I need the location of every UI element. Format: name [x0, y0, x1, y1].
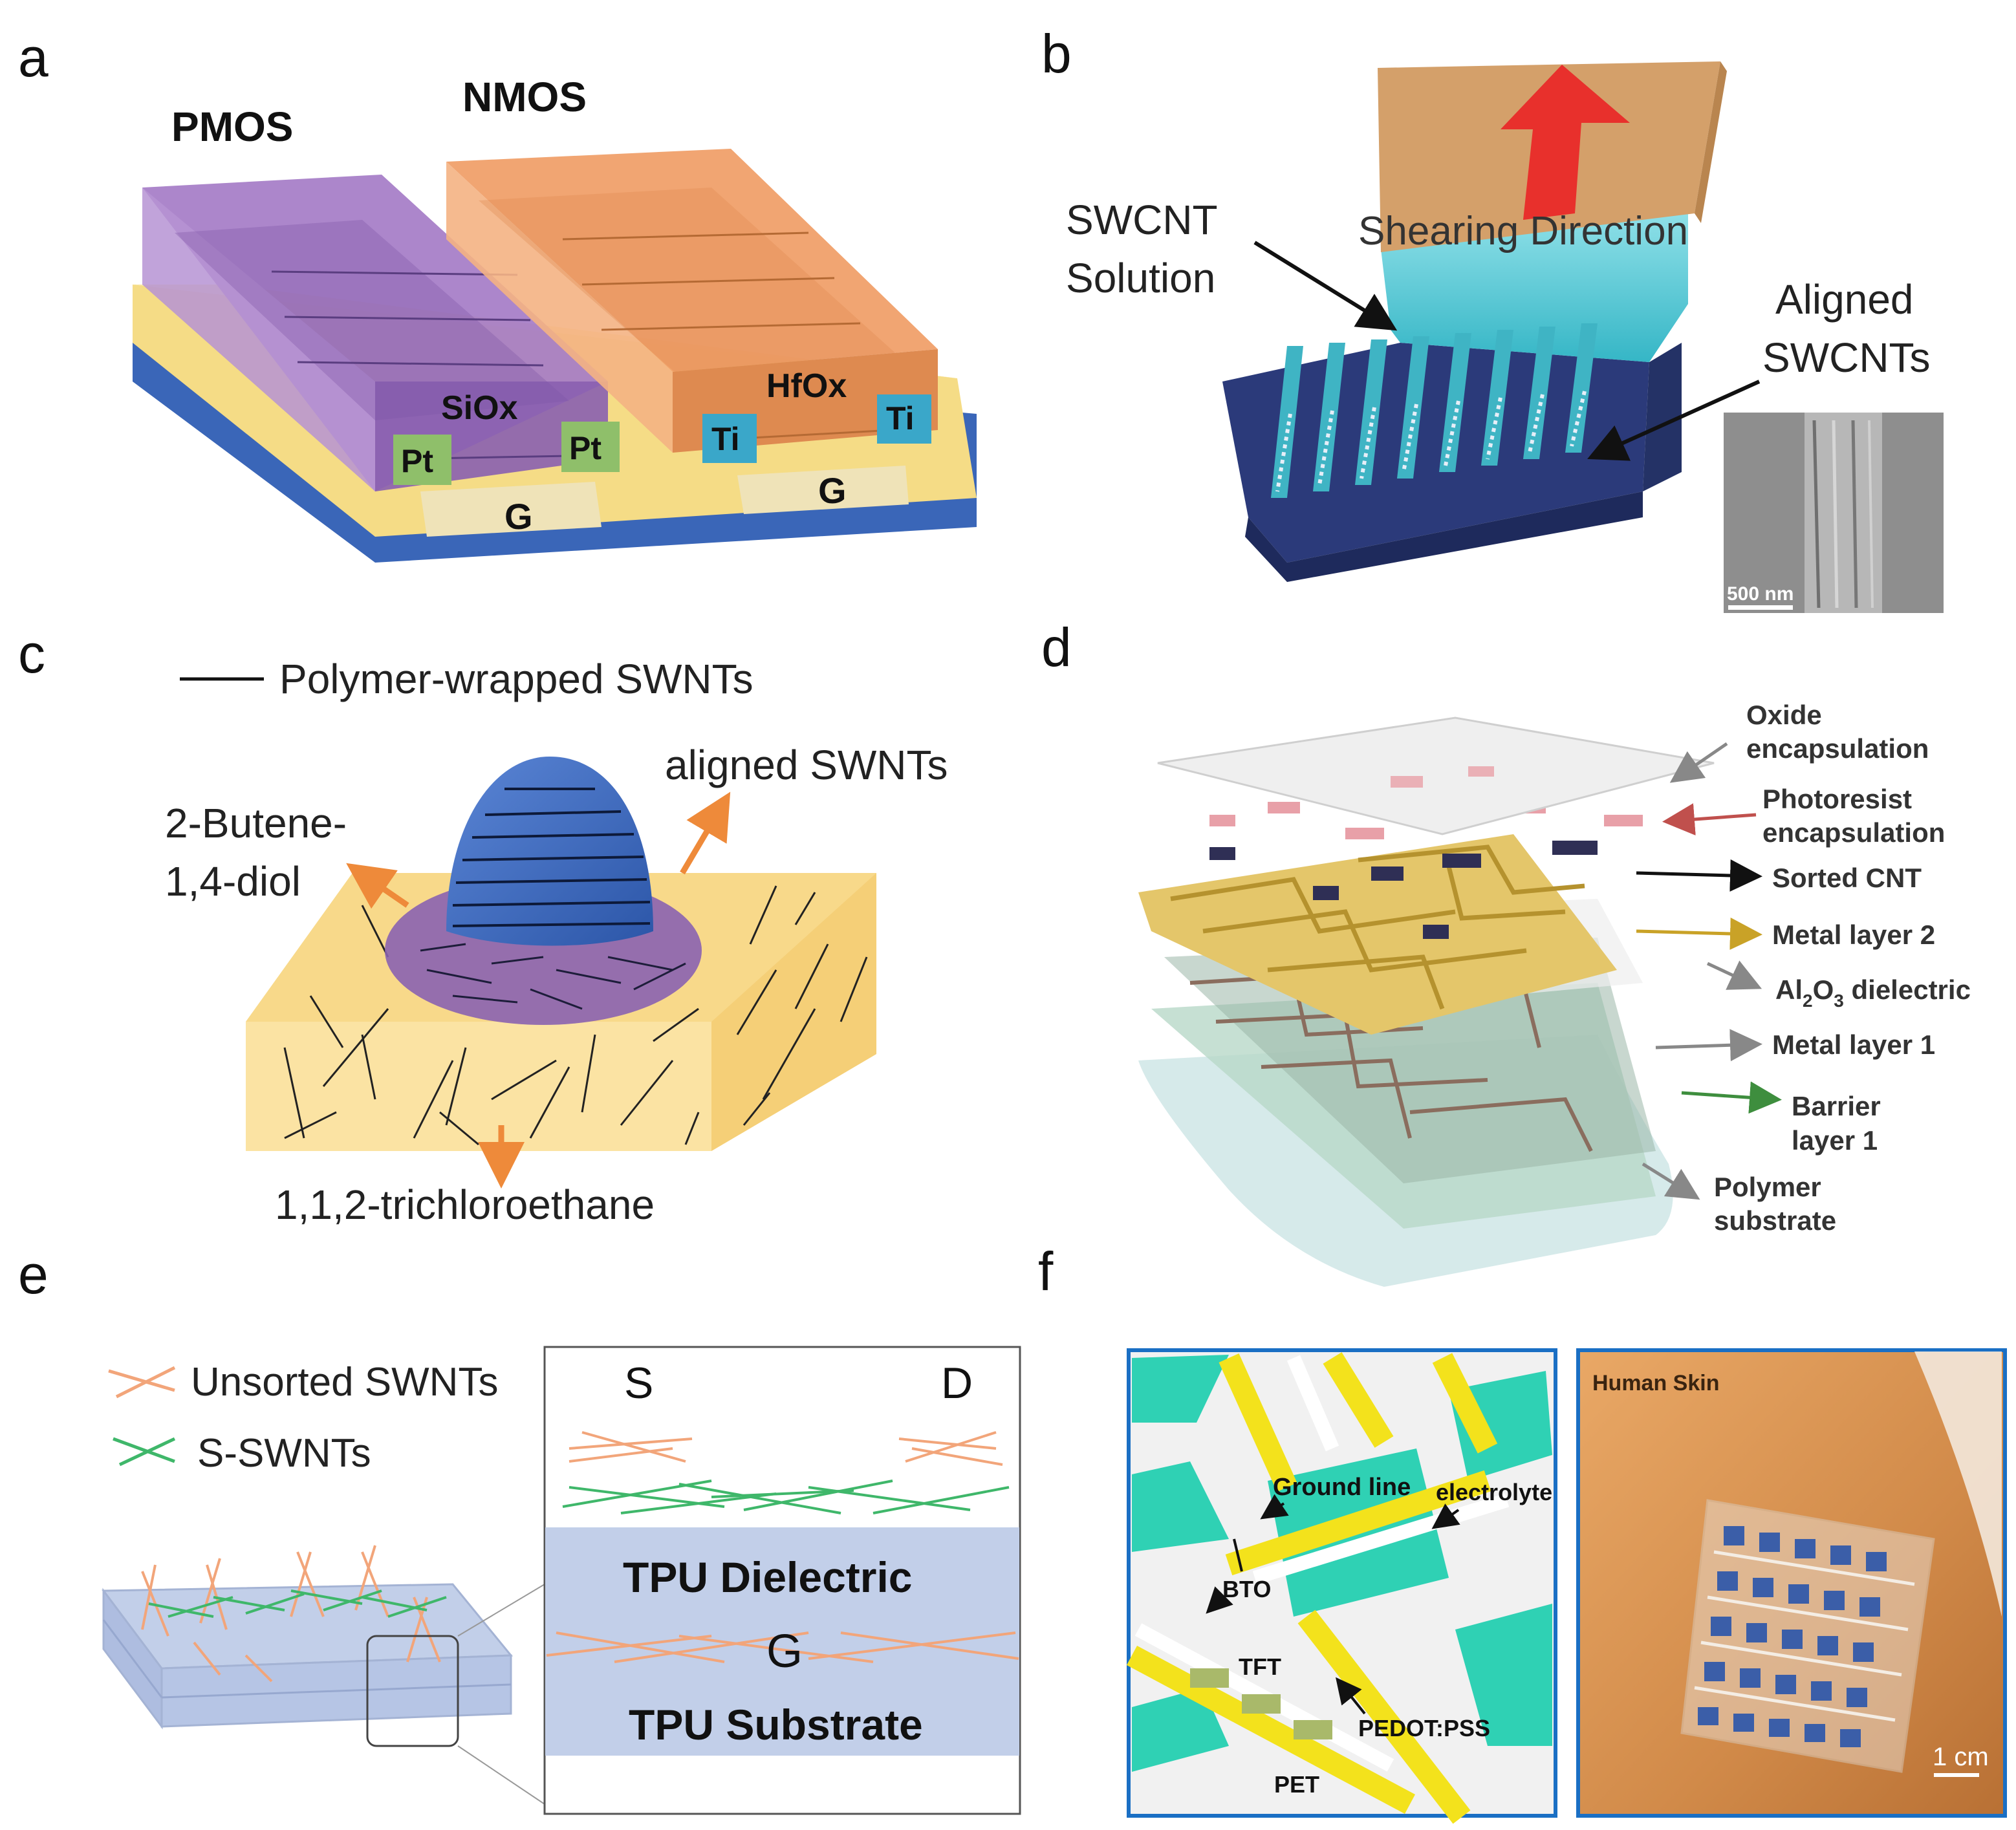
- nmos-label: NMOS: [462, 74, 587, 120]
- legend-polymer-wrapped: Polymer-wrapped SWNTs: [279, 656, 753, 702]
- panel-e: e Unsorted SWNTs S-SWNTs: [18, 1244, 1021, 1815]
- panel-d: d: [1041, 617, 1971, 1287]
- photo-scale-label: 1 cm: [1933, 1743, 1989, 1771]
- swcnt-solution-label-2: Solution: [1066, 255, 1215, 301]
- gate-label: G: [766, 1626, 803, 1677]
- aligned-drop: [446, 757, 653, 946]
- al2o3-sub-2: 2: [1803, 991, 1813, 1011]
- device-sorted-swnts: [148, 1589, 447, 1618]
- butene-label-1: 2-Butene-: [165, 800, 347, 846]
- panel-a: a PMOS NMOS SiOx HfOx: [18, 27, 977, 563]
- gate-pad-left: [420, 482, 602, 537]
- tpu-substrate-label: TPU Substrate: [629, 1701, 923, 1749]
- aligned-swnts: [452, 788, 651, 927]
- pmos-label: PMOS: [171, 103, 293, 150]
- hfox-label: HfOx: [766, 367, 847, 405]
- gate-right-label: G: [818, 470, 847, 511]
- solvent-label: 1,1,2-trichloroethane: [275, 1181, 655, 1228]
- zoom-region: [366, 1635, 459, 1747]
- layer-label-photoresist-2: encapsulation: [1762, 817, 1945, 848]
- sem-scale-label: 500 nm: [1727, 583, 1794, 605]
- swcnt-solution: [1381, 213, 1688, 362]
- pet-label: PET: [1274, 1771, 1319, 1798]
- al2o3-al: Al: [1775, 974, 1803, 1005]
- nmos-block: [446, 149, 938, 372]
- human-skin-label: Human Skin: [1592, 1371, 1719, 1395]
- panel-letter-d: d: [1041, 617, 1072, 678]
- legend-sorted-label: S-SWNTs: [197, 1431, 371, 1476]
- layer-label-polymer-2: substrate: [1714, 1205, 1836, 1236]
- tft-schematic-art: [1126, 1352, 1552, 1824]
- panel-letter-f: f: [1038, 1241, 1054, 1302]
- ti-contact-left: [702, 414, 757, 463]
- pt-left-label: Pt: [401, 443, 433, 479]
- gate-unsorted-swnts: [546, 1631, 1019, 1663]
- al2o3-rest: dielectric: [1844, 974, 1971, 1005]
- tft-label: TFT: [1239, 1653, 1281, 1680]
- ti-right-label: Ti: [886, 400, 915, 436]
- channel-sorted-swnts: [562, 1480, 1010, 1514]
- legend-unsorted-label: Unsorted SWNTs: [191, 1360, 498, 1405]
- shearing-arrow: [1501, 65, 1630, 220]
- layer-label-sorted-cnt: Sorted CNT: [1772, 863, 1922, 893]
- pt-right-label: Pt: [569, 430, 602, 466]
- electrolyte-label: electrolyte: [1436, 1479, 1552, 1505]
- pt-contact-right: [561, 422, 620, 472]
- ground-line-label: Ground line: [1273, 1474, 1411, 1501]
- source-unsorted-swnts: [569, 1431, 1003, 1466]
- photo-scale-bar: [1934, 1773, 1979, 1777]
- butene-label-2: 1,4-diol: [165, 858, 301, 905]
- bto-label: BTO: [1222, 1576, 1271, 1602]
- pedot-label: PEDOT:PSS: [1358, 1715, 1490, 1741]
- shearing-direction-label: Shearing Direction: [1358, 209, 1688, 253]
- sem-inset: 500 nm: [1724, 413, 1944, 613]
- aligned-channels: [1271, 323, 1598, 498]
- sem-scale-bar: [1728, 605, 1793, 610]
- aligned-swnts-label: aligned SWNTs: [665, 742, 948, 788]
- swcnt-solution-label-1: SWCNT: [1066, 197, 1218, 243]
- layer-label-barrier-2: layer 1: [1792, 1125, 1878, 1156]
- source-label: S: [624, 1359, 653, 1408]
- legend-sorted-icon: [113, 1437, 176, 1467]
- layer-label-polymer-1: Polymer: [1714, 1172, 1821, 1202]
- panel-f: f G: [1038, 1241, 2007, 1824]
- aligned-swcnts-label-1: Aligned: [1775, 276, 1914, 323]
- oxide-encapsulation: [1157, 716, 1715, 835]
- panel-letter-b: b: [1041, 23, 1072, 84]
- drain-label: D: [941, 1359, 973, 1408]
- layer-label-al2o3: Al2O3 dielectric: [1775, 974, 1971, 1011]
- gate-pad-right: [737, 466, 909, 514]
- sorted-cnt-blocks: [1209, 841, 1598, 939]
- al2o3-o: O: [1813, 974, 1834, 1005]
- metal-layer-1: [1164, 938, 1656, 1183]
- aligned-swcnts-label-2: SWCNTs: [1762, 334, 1931, 381]
- panel-letter-a: a: [18, 27, 49, 88]
- random-swnts: [283, 885, 868, 1146]
- legend-unsorted-icon: [108, 1366, 176, 1399]
- layer-label-oxide-1: Oxide: [1746, 700, 1822, 730]
- layer-label-metal-2: Metal layer 2: [1772, 920, 1935, 950]
- gate-left-label: G: [504, 496, 533, 537]
- ellipse-swnts: [420, 943, 686, 1010]
- al2o3-sub-3: 3: [1834, 991, 1844, 1011]
- tpu-dielectric-label: TPU Dielectric: [623, 1553, 913, 1601]
- layer-label-oxide-2: encapsulation: [1746, 733, 1929, 764]
- panel-c: c Polymer-wrapped SWNTs: [18, 623, 948, 1228]
- layer-label-metal-1: Metal layer 1: [1772, 1029, 1935, 1060]
- ti-left-label: Ti: [711, 421, 740, 457]
- layer-label-photoresist-1: Photoresist: [1762, 784, 1912, 814]
- sensor-array: [1680, 1499, 1935, 1773]
- ti-contact-right: [877, 394, 931, 444]
- layer-label-barrier-1: Barrier: [1792, 1091, 1881, 1121]
- pt-contact-left: [393, 435, 451, 485]
- panel-letter-e: e: [18, 1244, 49, 1305]
- panel-b: b SWCNT: [1041, 23, 1944, 613]
- panel-letter-c: c: [18, 623, 45, 684]
- siox-label: SiOx: [441, 389, 518, 427]
